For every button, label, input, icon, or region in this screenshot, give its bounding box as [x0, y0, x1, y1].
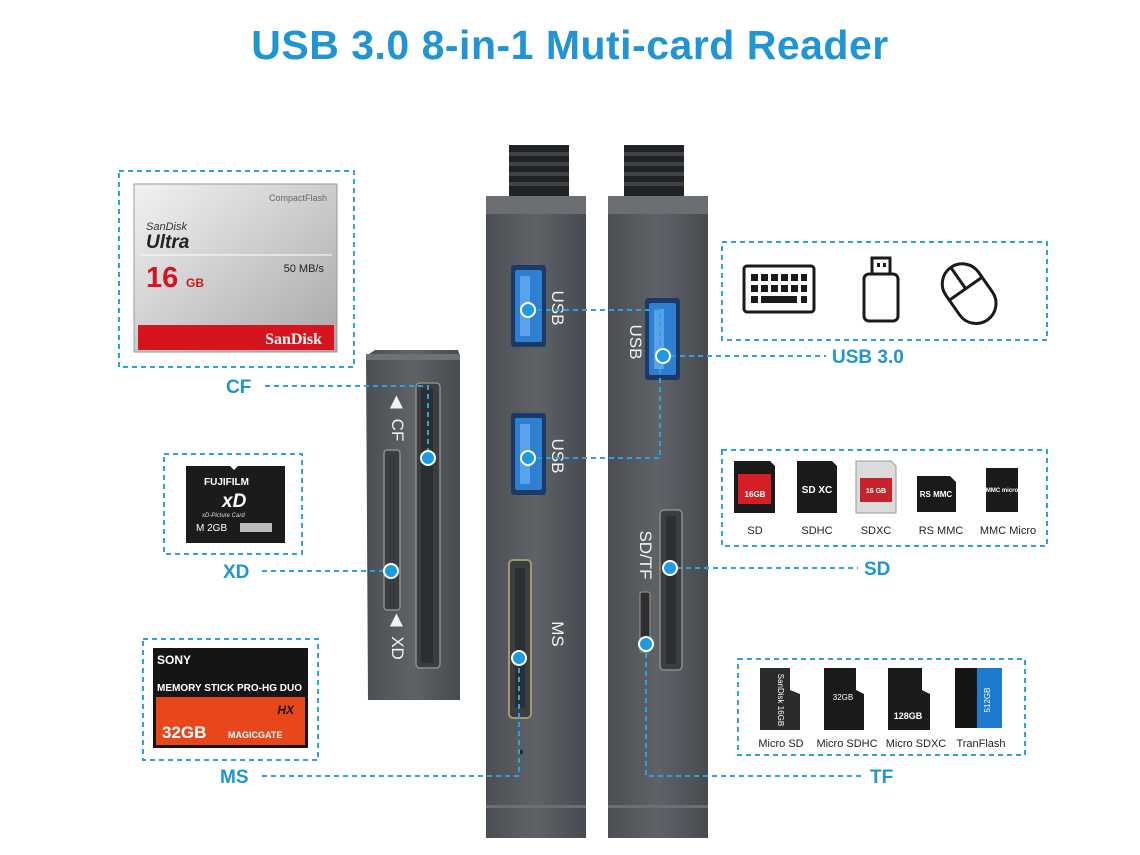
sd-card-4: RS MMC [917, 476, 956, 512]
sd-caption-4: RS MMC [919, 525, 964, 537]
usb1-dot [520, 302, 536, 318]
cf-box [118, 170, 355, 368]
cf-card: CompactFlash SanDisk Ultra 16 GB 50 MB/s… [133, 183, 338, 353]
xd-dot [383, 563, 399, 579]
ms-box [142, 638, 319, 761]
cf-xd-module: CF ◀ XD ◀ [366, 350, 460, 700]
mouse-icon [940, 262, 998, 325]
svg-text:32GB: 32GB [833, 693, 853, 702]
cf-card-footer: SanDisk [265, 331, 322, 348]
xd-port-label: XD [388, 636, 407, 660]
usb3-dot [655, 348, 671, 364]
label-usb30: USB 3.0 [832, 347, 904, 368]
cf-card-speed: 50 MB/s [284, 263, 325, 275]
tf-card-2: 32GB [824, 668, 864, 730]
ms-card-capacity: 32GB [162, 723, 206, 742]
xd-box [163, 453, 303, 555]
tf-card-4: 512GB [955, 668, 1002, 728]
svg-text:16 GB: 16 GB [866, 488, 886, 495]
sdtf-port-label: SD/TF [636, 530, 655, 579]
svg-text:SD XC: SD XC [802, 485, 833, 496]
svg-text:MMC micro: MMC micro [986, 488, 1019, 494]
label-cf: CF [226, 377, 251, 398]
tf-dot [638, 636, 654, 652]
sd-dot [662, 560, 678, 576]
leader-lines [262, 309, 864, 777]
cf-port-label: CF [388, 419, 407, 442]
tf-cards-box [737, 658, 1026, 756]
cf-card-capacity: 16 [146, 262, 178, 294]
tf-card-1: SanDisk 16GB [760, 668, 800, 730]
usb-port-1-label: USB [548, 291, 567, 326]
sd-slot[interactable] [659, 509, 683, 671]
xd-card-size: M 2GB [196, 523, 227, 534]
usb-port-3[interactable] [645, 298, 680, 380]
sd-caption-1: SD [747, 525, 762, 537]
tf-caption-3: Micro SDXC [886, 738, 947, 750]
usb-port-3-label: USB [626, 325, 645, 360]
sd-card-5: MMC micro [986, 468, 1019, 512]
tf-caption-4: TranFlash [956, 738, 1005, 750]
right-module: USB SD/TF [608, 145, 708, 838]
keyboard-icon [742, 264, 816, 314]
cf-card-type: CompactFlash [269, 193, 327, 203]
label-xd: XD [223, 562, 249, 583]
label-tf: TF [870, 767, 893, 788]
ms-card-product: MEMORY STICK PRO-HG DUO [157, 683, 302, 694]
sd-card-1: 16GB [734, 461, 775, 513]
svg-text:RS MMC: RS MMC [920, 490, 953, 499]
svg-text:16GB: 16GB [745, 490, 766, 499]
svg-text:SanDisk 16GB: SanDisk 16GB [776, 674, 785, 726]
ms-port-label: MS [548, 621, 567, 647]
page-title: USB 3.0 8-in-1 Muti-card Reader [251, 22, 889, 68]
label-sd: SD [864, 559, 890, 580]
usb-devices-box [721, 241, 1048, 341]
cf-arrow: ◀ [388, 395, 407, 409]
svg-text:512GB: 512GB [983, 688, 992, 713]
sd-card-3: 16 GB [855, 460, 897, 514]
tf-caption-1: Micro SD [758, 738, 803, 750]
ms-card-gate: MAGICGATE [228, 730, 282, 740]
xd-card-brand: FUJIFILM [204, 477, 249, 488]
cf-card-unit: GB [186, 276, 204, 290]
svg-text:128GB: 128GB [894, 711, 923, 721]
sd-cards-box [721, 449, 1048, 547]
ms-card: SONY MEMORY STICK PRO-HG DUO HX 32GB MAG… [153, 648, 308, 748]
ms-card-brand: SONY [157, 653, 191, 667]
sd-caption-3: SDXC [861, 525, 892, 537]
sd-card-2: SD XC [797, 461, 837, 513]
cf-dot [420, 450, 436, 466]
ms-card-hx: HX [277, 703, 295, 717]
ms-dot [511, 650, 527, 666]
usb-drive-icon [862, 256, 900, 323]
sd-caption-5: MMC Micro [980, 525, 1036, 537]
label-ms: MS [220, 767, 249, 788]
middle-module: USB USB MS [486, 145, 586, 838]
usb2-dot [520, 450, 536, 466]
tf-caption-2: Micro SDHC [816, 738, 877, 750]
xd-card-logo: xD [221, 491, 247, 512]
ms-slot[interactable] [508, 559, 532, 719]
sd-caption-2: SDHC [801, 525, 832, 537]
usb-port-2-label: USB [548, 439, 567, 474]
xd-card: FUJIFILM xD xD-Picture Card M 2GB [186, 466, 285, 543]
cf-card-line: Ultra [146, 232, 190, 253]
xd-arrow: ◀ [388, 613, 407, 627]
tf-card-3: 128GB [888, 668, 930, 730]
xd-card-subtitle: xD-Picture Card [201, 513, 245, 519]
xd-slot[interactable] [383, 449, 401, 611]
cf-card-brand: SanDisk [146, 221, 187, 233]
